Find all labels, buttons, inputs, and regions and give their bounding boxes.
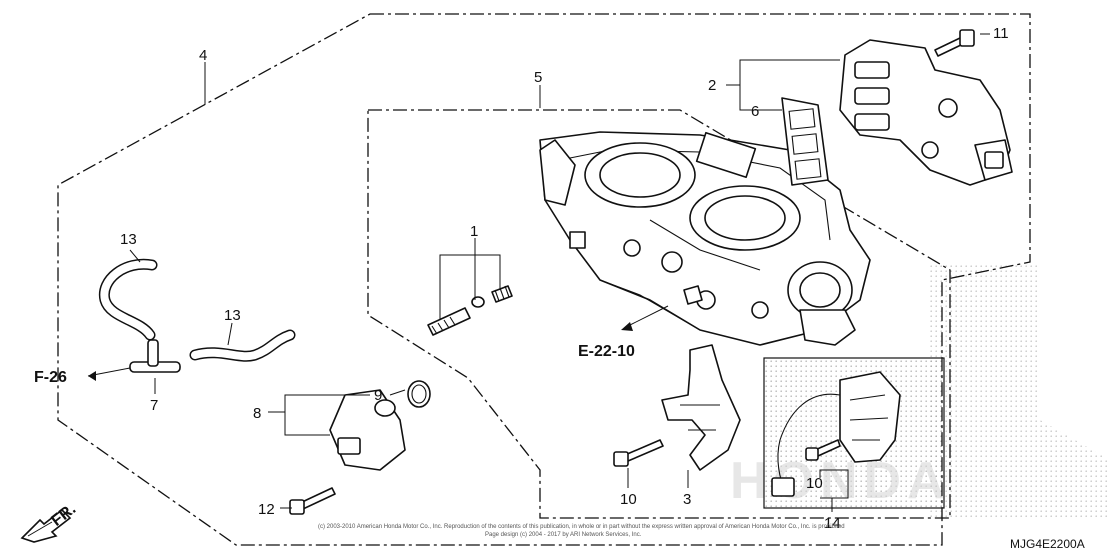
- label-6: 6: [751, 103, 759, 120]
- label-14: 14: [824, 515, 841, 532]
- label-8: 8: [253, 405, 261, 422]
- label-10-box: 10: [806, 475, 823, 492]
- label-3: 3: [683, 491, 691, 508]
- hose-lower[interactable]: [189, 329, 296, 362]
- label-11: 11: [993, 25, 1009, 42]
- label-2: 2: [708, 77, 716, 94]
- label-1: 1: [470, 223, 478, 240]
- adjust-screw-set[interactable]: [427, 285, 513, 336]
- outline-box-14: [763, 357, 945, 509]
- sensor-bracket[interactable]: [661, 344, 741, 471]
- map-sensor[interactable]: [329, 380, 431, 471]
- bolt-10-left[interactable]: [613, 439, 664, 467]
- hose-upper[interactable]: [98, 258, 158, 341]
- leader-lines: [87, 33, 990, 512]
- label-13-upper: 13: [120, 231, 137, 248]
- t-joint[interactable]: [129, 339, 181, 373]
- bolt-12[interactable]: [289, 487, 336, 515]
- arrow-f26: [88, 371, 96, 381]
- iac-valve[interactable]: [839, 39, 1013, 186]
- label-9: 9: [374, 387, 382, 404]
- front-arrow-icon: [20, 508, 72, 543]
- copyright-line-1: (c) 2003-2010 American Honda Motor Co., …: [318, 524, 845, 530]
- arrow-e2210: [621, 322, 633, 331]
- outline-assembly-4: [57, 13, 1031, 546]
- label-10-left: 10: [620, 491, 637, 508]
- label-13-lower: 13: [224, 307, 241, 324]
- diagram-code: MJG4E2200A: [1010, 537, 1085, 551]
- label-12: 12: [258, 501, 275, 518]
- watermark-text: HONDA: [730, 452, 951, 510]
- outline-throttle-body-5: [367, 109, 951, 519]
- sub-assembly-14[interactable]: [771, 371, 901, 497]
- label-4: 4: [199, 47, 207, 64]
- ref-e2210: E-22-10: [578, 343, 635, 360]
- bolt-11[interactable]: [934, 29, 975, 57]
- ref-f26: F-26: [34, 369, 67, 386]
- gasket[interactable]: [781, 97, 829, 186]
- copyright-line-2: Page design (c) 2004 - 2017 by ARI Netwo…: [485, 532, 642, 538]
- label-7: 7: [150, 397, 158, 414]
- label-5: 5: [534, 69, 542, 86]
- throttle-body[interactable]: [539, 131, 871, 346]
